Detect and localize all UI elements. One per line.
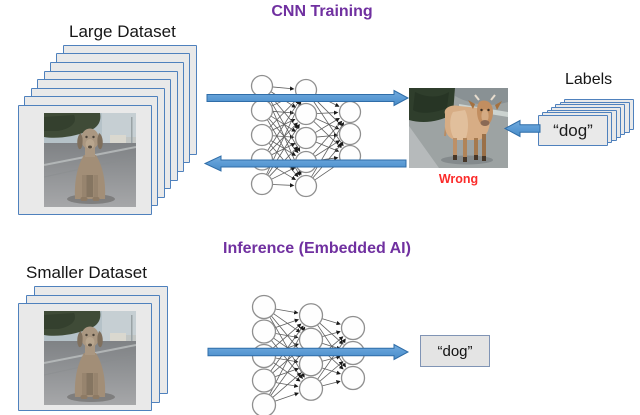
training-forward-arrow bbox=[206, 89, 410, 107]
nn-node bbox=[250, 99, 274, 122]
inference-title: Inference (Embedded AI) bbox=[223, 240, 411, 257]
nn-node bbox=[294, 126, 318, 150]
nn-node bbox=[338, 100, 362, 124]
dataset-card bbox=[18, 303, 152, 411]
labels-label: Labels bbox=[565, 71, 613, 88]
dog-photo bbox=[44, 112, 136, 207]
nn-node bbox=[298, 327, 324, 352]
nn-node bbox=[251, 343, 277, 369]
nn-node bbox=[250, 148, 274, 171]
nn-node bbox=[250, 123, 274, 147]
nn-node bbox=[251, 294, 277, 320]
wrong-label: Wrong bbox=[438, 172, 479, 186]
nn-node bbox=[294, 174, 318, 198]
nn-node bbox=[250, 172, 274, 196]
cow-photo bbox=[408, 87, 509, 169]
nn-node bbox=[250, 74, 274, 98]
training-title: CNN Training bbox=[271, 3, 373, 20]
smaller-dataset-label: Smaller Dataset bbox=[26, 263, 147, 282]
nn-node bbox=[338, 122, 362, 146]
nn-node bbox=[251, 319, 277, 344]
nn-node bbox=[338, 144, 362, 168]
label-card: “dog” bbox=[538, 115, 608, 146]
nn-node bbox=[340, 315, 366, 341]
dog-photo bbox=[44, 310, 136, 405]
training-feedback-arrow bbox=[203, 155, 407, 172]
nn-node bbox=[294, 102, 318, 126]
nn-node bbox=[294, 78, 318, 102]
nn-node bbox=[340, 365, 366, 391]
nn-node bbox=[251, 392, 277, 415]
nn-node bbox=[298, 352, 324, 377]
nn-node bbox=[251, 368, 277, 393]
nn-node bbox=[298, 303, 324, 328]
dataset-card bbox=[18, 105, 152, 215]
training-network bbox=[250, 74, 362, 198]
label-arrow bbox=[503, 119, 541, 138]
nn-node bbox=[298, 376, 324, 401]
inference-network bbox=[251, 294, 366, 415]
output-box: “dog” bbox=[420, 335, 490, 367]
label-card-text: “dog” bbox=[553, 120, 593, 140]
nn-node bbox=[294, 150, 318, 174]
inference-forward-arrow bbox=[207, 343, 410, 361]
large-dataset-label: Large Dataset bbox=[69, 22, 176, 41]
cow-image bbox=[408, 87, 509, 169]
nn-node bbox=[340, 340, 366, 366]
